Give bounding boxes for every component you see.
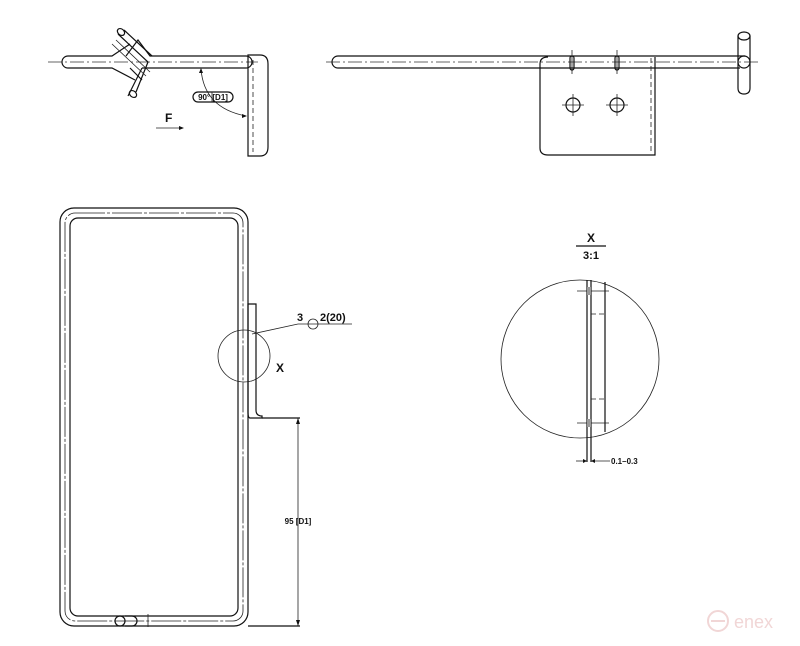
weld-right-label: 2(20) (320, 312, 346, 324)
detail-view: X 3:1 0.1–0.3 (500, 231, 660, 466)
detail-marker: X (276, 361, 284, 375)
watermark: enex (707, 610, 773, 632)
top-view (326, 31, 758, 156)
direction-label: F (165, 111, 172, 125)
dimension-label: 95 [D1] (285, 517, 312, 526)
watermark-text: enex (734, 612, 773, 632)
weld-left-label: 3 (297, 312, 303, 324)
side-view: 90° [D1] F (48, 27, 269, 157)
detail-scale: 3:1 (583, 250, 599, 262)
detail-title: X (587, 231, 595, 245)
angle-label: 90° [D1] (198, 93, 228, 102)
front-view: X 3 2(20) 95 [D1] (59, 207, 352, 627)
tolerance-label: 0.1–0.3 (611, 457, 638, 466)
